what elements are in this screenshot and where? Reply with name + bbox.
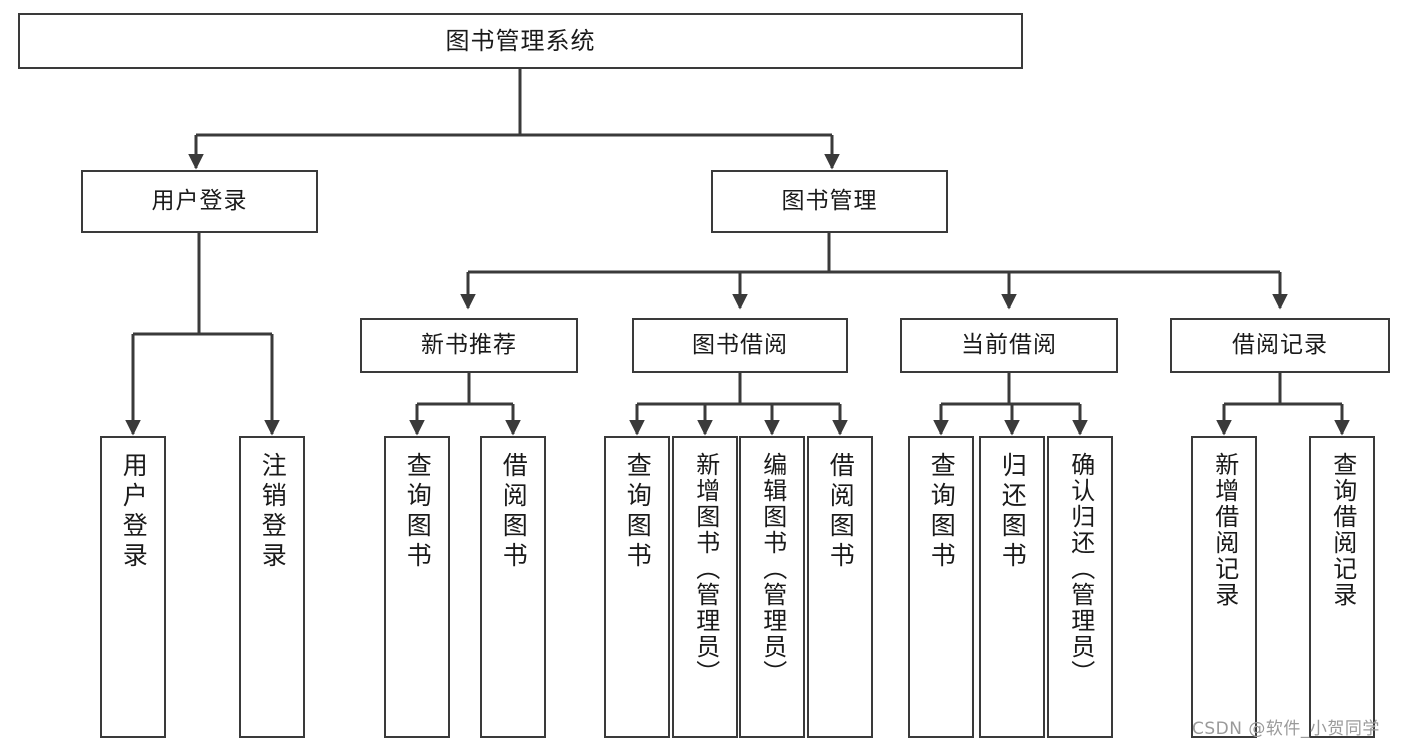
node-new-book-rec[interactable]: 新书推荐: [360, 318, 578, 373]
leaf-borrow-book-1[interactable]: 借阅图书: [480, 436, 546, 738]
leaf-query-book-3-label: 查询图书: [927, 452, 957, 572]
node-book-borrow[interactable]: 图书借阅: [632, 318, 848, 373]
leaf-query-book-1[interactable]: 查询图书: [384, 436, 450, 738]
node-book-manage-label: 图书管理: [781, 187, 878, 214]
node-current-borrow[interactable]: 当前借阅: [900, 318, 1118, 373]
node-root-label: 图书管理系统: [445, 26, 596, 55]
leaf-user-login[interactable]: 用户登录: [100, 436, 166, 738]
leaf-user-logout[interactable]: 注销登录: [239, 436, 305, 738]
node-user-login-label: 用户登录: [151, 187, 248, 214]
leaf-query-book-1-label: 查询图书: [403, 452, 433, 572]
node-user-login[interactable]: 用户登录: [81, 170, 318, 233]
node-current-borrow-label: 当前借阅: [961, 331, 1057, 358]
leaf-edit-book-admin[interactable]: 编辑图书（管理员）: [739, 436, 805, 738]
leaf-user-logout-label: 注销登录: [258, 452, 288, 572]
leaf-borrow-book-1-label: 借阅图书: [499, 452, 529, 572]
leaf-confirm-return-admin[interactable]: 确认归还（管理员）: [1047, 436, 1113, 738]
csdn-watermark: CSDN @软件_小贺同学: [1192, 719, 1380, 739]
leaf-user-login-label: 用户登录: [119, 452, 149, 572]
leaf-query-book-2-label: 查询图书: [623, 452, 653, 572]
node-borrow-record-label: 借阅记录: [1232, 331, 1328, 358]
node-new-book-rec-label: 新书推荐: [421, 331, 517, 358]
leaf-query-borrow-record[interactable]: 查询借阅记录: [1309, 436, 1375, 738]
leaf-confirm-return-admin-label: 确认归还（管理员）: [1066, 452, 1095, 686]
leaf-return-book[interactable]: 归还图书: [979, 436, 1045, 738]
leaf-query-borrow-record-label: 查询借阅记录: [1328, 452, 1357, 608]
leaf-add-borrow-record[interactable]: 新增借阅记录: [1191, 436, 1257, 738]
leaf-borrow-book-2-label: 借阅图书: [826, 452, 856, 572]
leaf-query-book-3[interactable]: 查询图书: [908, 436, 974, 738]
leaf-borrow-book-2[interactable]: 借阅图书: [807, 436, 873, 738]
leaf-edit-book-admin-label: 编辑图书（管理员）: [758, 452, 787, 686]
node-root[interactable]: 图书管理系统: [18, 13, 1023, 69]
leaf-add-book-admin-label: 新增图书（管理员）: [691, 452, 720, 686]
node-borrow-record[interactable]: 借阅记录: [1170, 318, 1390, 373]
node-book-manage[interactable]: 图书管理: [711, 170, 948, 233]
leaf-query-book-2[interactable]: 查询图书: [604, 436, 670, 738]
leaf-add-borrow-record-label: 新增借阅记录: [1210, 452, 1239, 608]
leaf-add-book-admin[interactable]: 新增图书（管理员）: [672, 436, 738, 738]
leaf-return-book-label: 归还图书: [998, 452, 1028, 572]
node-book-borrow-label: 图书借阅: [692, 331, 788, 358]
